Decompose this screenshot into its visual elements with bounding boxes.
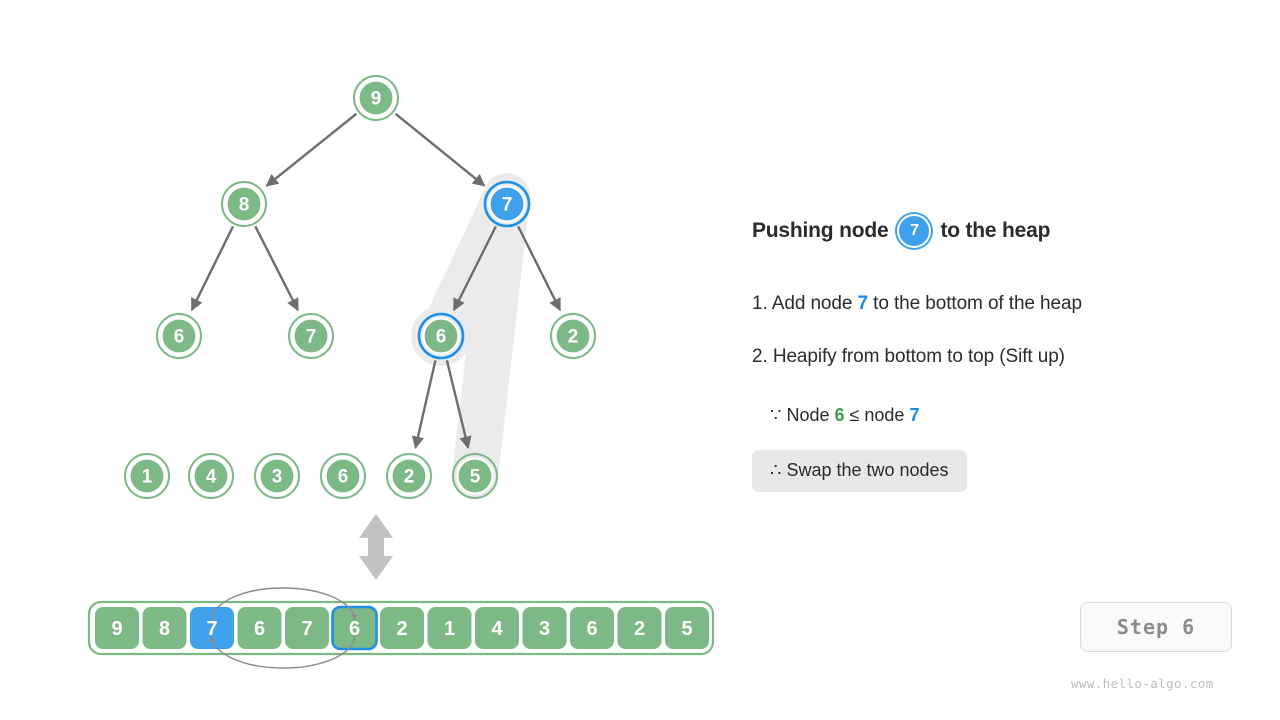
- array-cell[interactable]: 4: [475, 607, 519, 649]
- array-cell-value: 2: [634, 618, 645, 640]
- tree-edge: [267, 114, 357, 186]
- tree-node[interactable]: 6: [157, 314, 201, 358]
- array-cell-value: 8: [159, 618, 170, 640]
- heap-diagram: 9876762143625 9876762143625: [0, 0, 740, 720]
- array-cell[interactable]: 1: [428, 607, 472, 649]
- tree-node[interactable]: 7: [289, 314, 333, 358]
- array-cell[interactable]: 3: [523, 607, 567, 649]
- array-cell[interactable]: 9: [95, 607, 139, 649]
- node-value: 7: [306, 327, 317, 348]
- step-1-post: to the bottom of the heap: [868, 293, 1082, 314]
- node-value: 6: [338, 467, 349, 488]
- array-representation: 9876762143625: [89, 588, 713, 668]
- tree-nodes: 9 8 7 6 7 6 2 1 4 3 6 2 5: [125, 76, 595, 498]
- node-value: 5: [470, 467, 481, 488]
- tree-node[interactable]: 5: [453, 454, 497, 498]
- array-cell[interactable]: 5: [665, 607, 709, 649]
- array-cell[interactable]: 6: [570, 607, 614, 649]
- tree-node[interactable]: 6: [321, 454, 365, 498]
- node-value: 2: [568, 327, 579, 348]
- tree-edge: [255, 226, 298, 310]
- node-value: 8: [239, 195, 250, 216]
- array-cell[interactable]: 2: [618, 607, 662, 649]
- tree-edge: [415, 360, 435, 447]
- step-2-text: 2. Heapify from bottom to top (Sift up): [752, 346, 1065, 368]
- array-cell-value: 3: [539, 618, 550, 640]
- title-node-badge: 7: [897, 214, 931, 248]
- array-cell[interactable]: 7: [285, 607, 329, 649]
- tree-edge: [395, 114, 484, 186]
- conclusion-box: ∴ Swap the two nodes: [752, 450, 967, 492]
- node-value: 9: [371, 89, 382, 110]
- node-value: 3: [272, 467, 283, 488]
- step-1-value: 7: [858, 293, 868, 314]
- node-value: 7: [502, 195, 513, 216]
- tree-node[interactable]: 6: [419, 314, 463, 358]
- node-value: 6: [174, 327, 185, 348]
- tree-edge: [518, 226, 560, 310]
- tree-node[interactable]: 1: [125, 454, 169, 498]
- tree-node[interactable]: 2: [387, 454, 431, 498]
- array-cell[interactable]: 8: [143, 607, 187, 649]
- node-value: 2: [404, 467, 415, 488]
- watermark: www.hello-algo.com: [1071, 676, 1214, 691]
- array-cell-value: 6: [254, 618, 265, 640]
- tree-node[interactable]: 4: [189, 454, 233, 498]
- array-cell-value: 4: [491, 618, 503, 640]
- tree-node[interactable]: 8: [222, 182, 266, 226]
- tree-node[interactable]: 7: [485, 182, 529, 226]
- tree-node[interactable]: 9: [354, 76, 398, 120]
- node-value: 1: [142, 467, 153, 488]
- array-cell[interactable]: 6: [238, 607, 282, 649]
- title-prefix: Pushing node: [752, 219, 888, 243]
- node-value: 6: [436, 327, 447, 348]
- array-cell[interactable]: 6: [333, 607, 377, 649]
- reason-pre: ∵ Node: [770, 405, 835, 425]
- reason-value-a: 6: [835, 405, 845, 425]
- reason-value-b: 7: [909, 405, 919, 425]
- reason-text: ∵ Node 6 ≤ node 7: [770, 405, 919, 426]
- node-value: 4: [206, 467, 217, 488]
- page-title: Pushing node 7 to the heap: [752, 214, 1050, 248]
- array-cell-value: 9: [111, 618, 122, 640]
- step-badge: Step 6: [1080, 602, 1232, 652]
- step-1-pre: 1. Add node: [752, 293, 858, 314]
- array-cell-value: 7: [301, 618, 312, 640]
- tree-array-link-icon: [359, 514, 393, 580]
- array-cell-value: 1: [444, 618, 455, 640]
- step-1-text: 1. Add node 7 to the bottom of the heap: [752, 293, 1082, 315]
- tree-node[interactable]: 3: [255, 454, 299, 498]
- title-suffix: to the heap: [940, 219, 1050, 243]
- array-cell-value: 5: [681, 618, 692, 640]
- tree-node[interactable]: 2: [551, 314, 595, 358]
- tree-edge: [192, 226, 233, 310]
- array-cell[interactable]: 2: [380, 607, 424, 649]
- reason-mid: ≤ node: [845, 405, 910, 425]
- array-cell[interactable]: 7: [190, 607, 234, 649]
- array-cell-value: 2: [396, 618, 407, 640]
- array-cell-value: 6: [586, 618, 597, 640]
